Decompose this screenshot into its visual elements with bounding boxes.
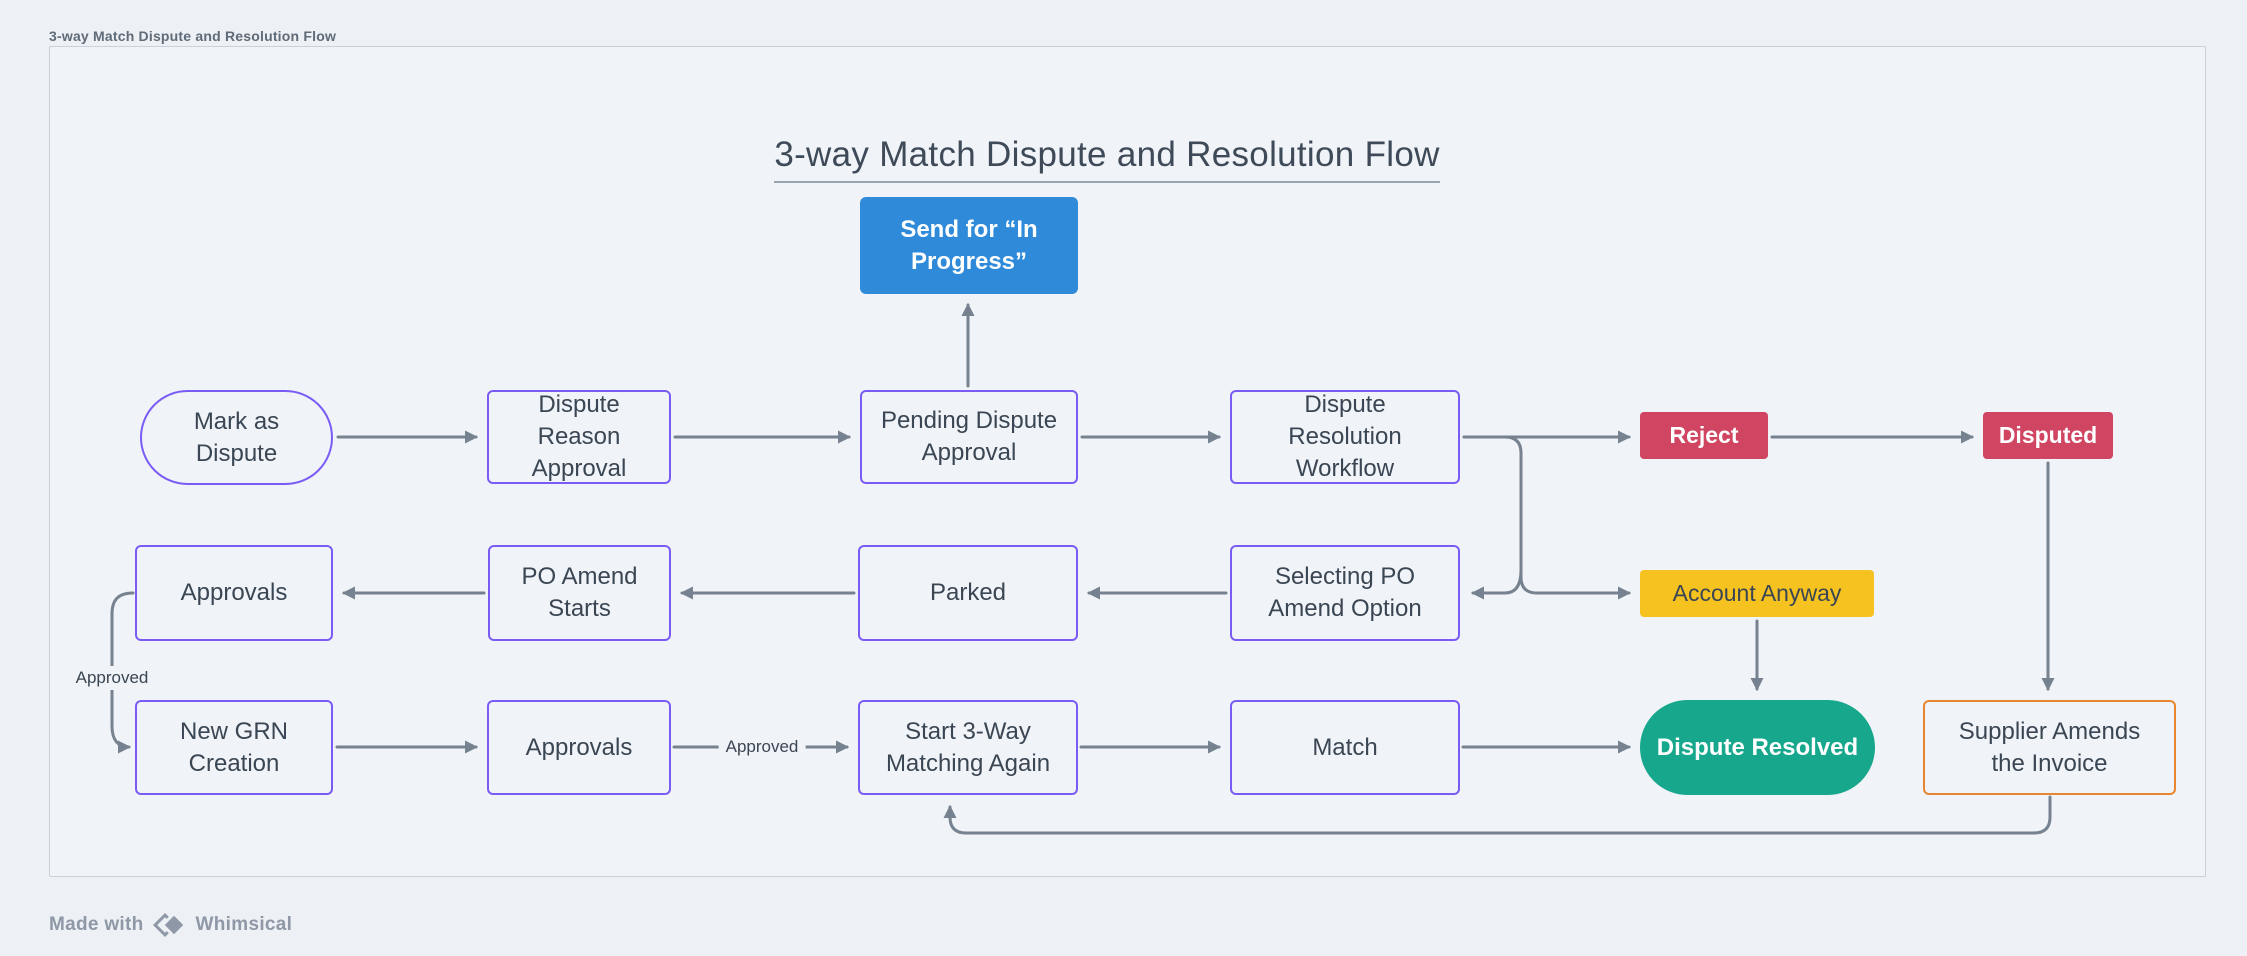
made-with-whimsical-badge[interactable]: Made with Whimsical	[49, 910, 292, 940]
node-po-amend-starts[interactable]: PO Amend Starts	[488, 545, 671, 641]
node-mark-as-dispute[interactable]: Mark as Dispute	[140, 390, 333, 485]
diagram-canvas: 3-way Match Dispute and Resolution Flow	[49, 46, 2206, 877]
node-start-3way-matching-again[interactable]: Start 3-Way Matching Again	[858, 700, 1078, 795]
edge-label-approved-left: Approved	[68, 666, 156, 690]
brand-text: Whimsical	[195, 914, 293, 935]
file-title-label: 3-way Match Dispute and Resolution Flow	[49, 28, 337, 44]
node-reject[interactable]: Reject	[1640, 412, 1768, 459]
node-dispute-resolution-workflow[interactable]: Dispute Resolution Workflow	[1230, 390, 1460, 484]
node-account-anyway[interactable]: Account Anyway	[1640, 570, 1874, 617]
node-dispute-resolved[interactable]: Dispute Resolved	[1640, 700, 1875, 795]
node-new-grn-creation[interactable]: New GRN Creation	[135, 700, 333, 795]
node-approvals-mid[interactable]: Approvals	[135, 545, 333, 641]
node-pending-dispute-approval[interactable]: Pending Dispute Approval	[860, 390, 1078, 484]
node-dispute-reason-approval[interactable]: Dispute Reason Approval	[487, 390, 671, 484]
node-selecting-po-amend-option[interactable]: Selecting PO Amend Option	[1230, 545, 1460, 641]
node-match[interactable]: Match	[1230, 700, 1460, 795]
whimsical-logo-icon	[152, 910, 187, 940]
node-disputed[interactable]: Disputed	[1983, 412, 2113, 459]
node-send-for-in-progress[interactable]: Send for “In Progress”	[860, 197, 1078, 294]
edge-label-approved-bottom: Approved	[718, 735, 806, 759]
node-approvals-bottom[interactable]: Approvals	[487, 700, 671, 795]
diagram-title: 3-way Match Dispute and Resolution Flow	[50, 135, 2164, 183]
made-with-text: Made with	[49, 914, 144, 935]
node-parked[interactable]: Parked	[858, 545, 1078, 641]
node-supplier-amends-invoice[interactable]: Supplier Amends the Invoice	[1923, 700, 2176, 795]
